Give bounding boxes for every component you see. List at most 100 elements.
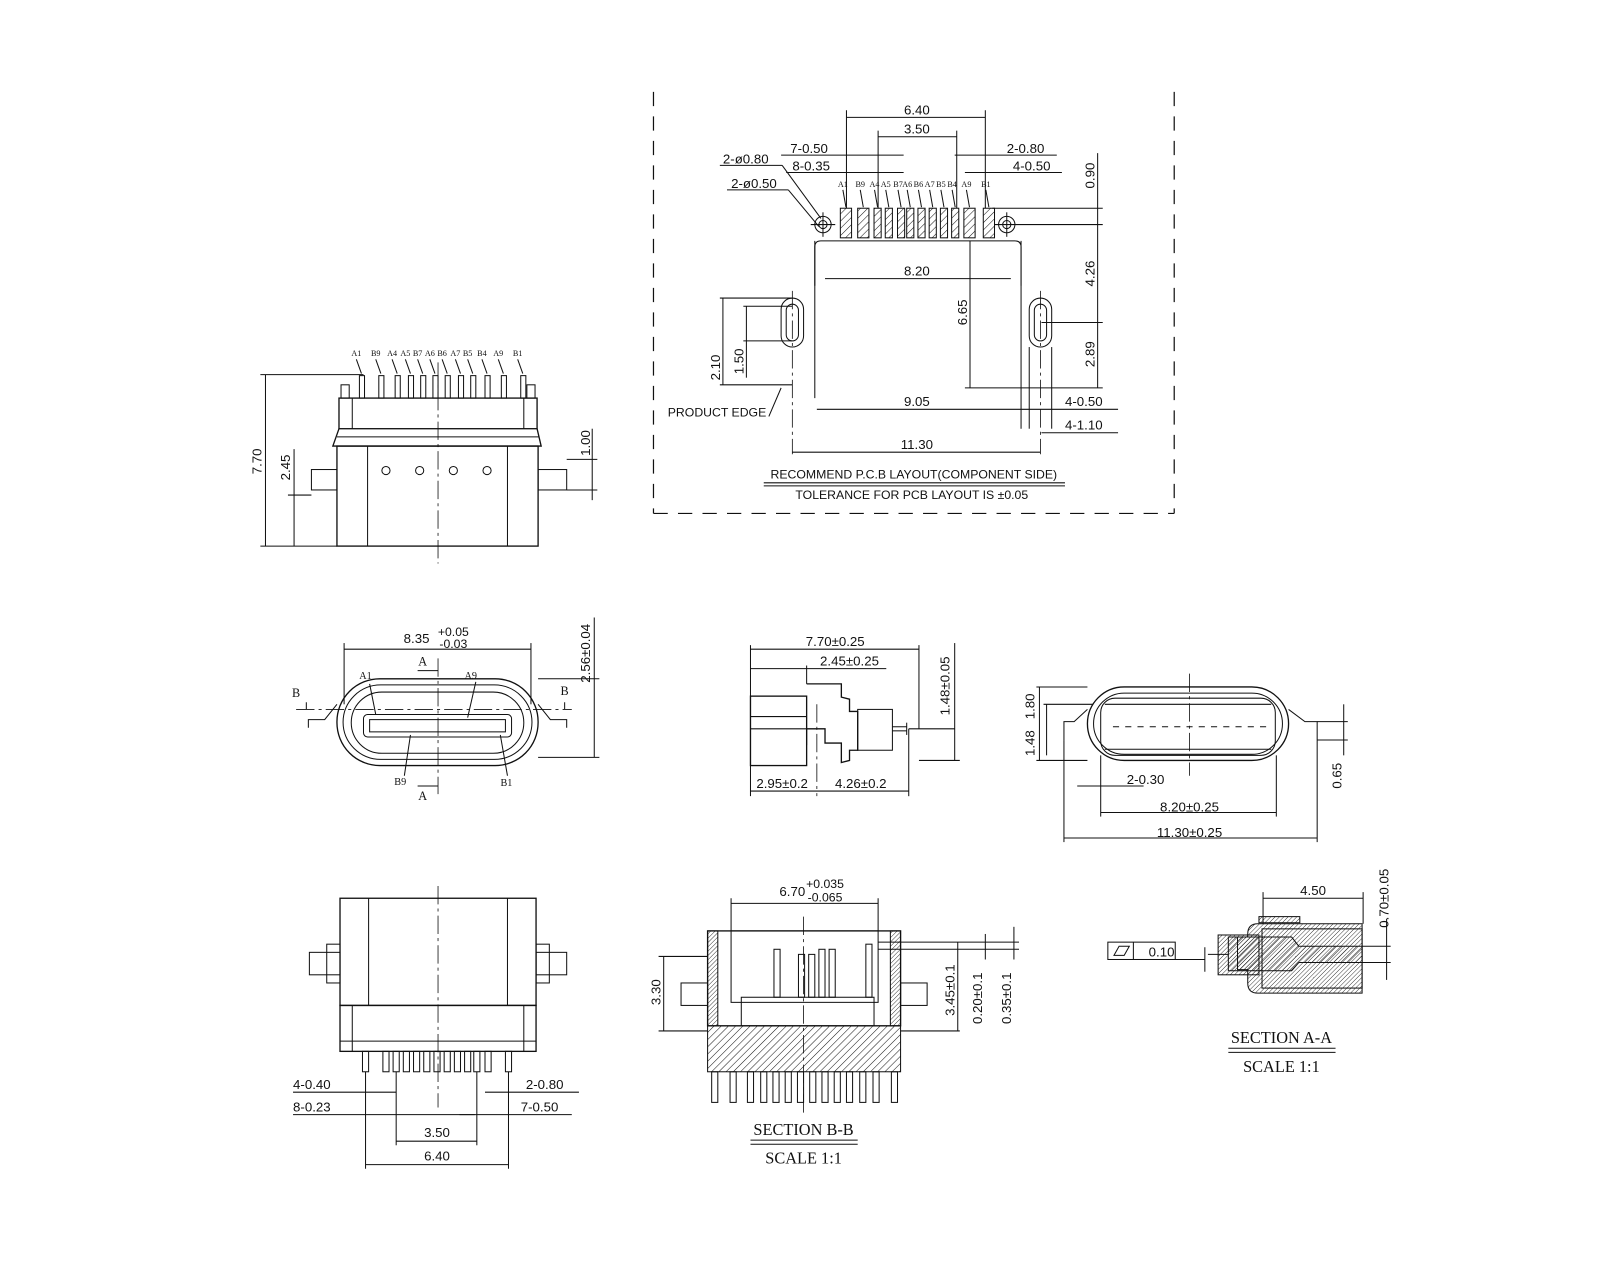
section-pin: [809, 1071, 817, 1103]
hole: [448, 465, 458, 476]
bottom-pin: [423, 1050, 431, 1073]
dim-2-0-30: 2-0.30: [1127, 772, 1165, 787]
dim-7-70: 7.70: [249, 448, 264, 474]
dim-7-0-50-bottom: 7-0.50: [521, 1100, 559, 1115]
flatness-tolerance-frame: [1107, 941, 1176, 960]
section-pin: [772, 1071, 780, 1103]
section-pin: [859, 1071, 867, 1103]
section-pin: [833, 1071, 841, 1103]
pcb-layout-title: RECOMMEND P.C.B LAYOUT(COMPONENT SIDE): [771, 468, 1058, 482]
dim-0-20: 0.20±0.1: [970, 973, 985, 1025]
dim-2-0-80-bottom: 2-0.80: [526, 1077, 564, 1092]
pcb-tolerance-note: TOLERANCE FOR PCB LAYOUT IS ±0.05: [795, 488, 1028, 502]
dim-1-48: 1.48: [1022, 730, 1037, 756]
side-pin-label: B4: [477, 349, 487, 358]
dim-2-89: 2.89: [1083, 341, 1098, 367]
pcb-pad: [839, 207, 853, 239]
dim-hole-large: 2-ø0.80: [723, 151, 769, 166]
section-pin: [872, 1071, 880, 1103]
side-pin-label: B7: [413, 349, 423, 358]
pcb-pad: [951, 207, 960, 239]
dim-8-35-tol-plus: +0.05: [438, 625, 469, 639]
bottom-view: 4-0.40 8-0.23 2-0.80 7-0.50 3.50 6.40: [293, 885, 579, 1169]
section-aa-scale: SCALE 1:1: [1243, 1057, 1320, 1076]
side-pin-label: A7: [450, 349, 460, 358]
pcb-pad: [939, 207, 949, 239]
dim-8-20: 8.20: [904, 264, 930, 279]
section-bb-scale: SCALE 1:1: [765, 1149, 842, 1168]
dim-1-80: 1.80: [1022, 693, 1037, 719]
dim-2-45: 2.45: [278, 455, 293, 481]
bottom-pin: [484, 1050, 492, 1073]
pcb-pin-label: A5: [881, 180, 891, 189]
dim-1-50: 1.50: [731, 348, 746, 374]
side-pin-label: B9: [371, 349, 381, 358]
dim-2-10: 2.10: [708, 355, 723, 381]
section-bb-title: SECTION B-B: [753, 1120, 853, 1139]
label-a1: A1: [359, 671, 371, 682]
pcb-pin-label: A9: [961, 180, 971, 189]
dim-8-20-tol: 8.20±0.25: [1160, 799, 1219, 814]
dim-9-05: 9.05: [904, 394, 930, 409]
pcb-pad: [873, 207, 882, 239]
side-pin-label: A9: [493, 349, 503, 358]
hole: [482, 465, 492, 476]
bottom-pin: [402, 1050, 410, 1073]
hole: [381, 465, 391, 476]
pcb-pin-label: B6: [914, 180, 924, 189]
section-pin: [890, 1071, 899, 1103]
flatness-value: 0.10: [1149, 944, 1175, 959]
hole: [415, 465, 425, 476]
pcb-pin-label: A6: [902, 180, 912, 189]
section-a-marker-top: A: [418, 655, 427, 669]
section-b-marker-right: B: [561, 684, 569, 698]
pcb-pin-label: B4: [947, 180, 957, 189]
dim-8-0-35: 8-0.35: [792, 158, 830, 173]
section-pin: [845, 1071, 854, 1103]
dim-8-0-23: 8-0.23: [293, 1100, 331, 1115]
pcb-pin-label: A7: [925, 180, 935, 189]
profile-view: 7.70±0.25 2.45±0.25 1.48±0.05 2.95±0.2 4…: [749, 634, 960, 797]
dim-4-0-40: 4-0.40: [293, 1077, 331, 1092]
pcb-pad: [897, 207, 906, 239]
side-pin-label: A6: [425, 349, 435, 358]
side-pin-label: B1: [513, 349, 523, 358]
dim-2-56: 2.56±0.04: [578, 624, 593, 683]
pcb-pad: [906, 207, 915, 239]
dim-0-90: 0.90: [1083, 163, 1098, 189]
pcb-pin-label: B7: [893, 180, 903, 189]
dim-3-50: 3.50: [904, 122, 930, 137]
dim-hole-small: 2-ø0.50: [731, 176, 777, 191]
pcb-pad: [857, 207, 870, 239]
flatness-icon: [1113, 945, 1131, 956]
pcb-pad: [884, 207, 893, 239]
section-pin: [711, 1071, 719, 1103]
pcb-pin-label: B9: [855, 180, 865, 189]
pcb-pin-label: A1: [838, 180, 848, 189]
side-pin-label: A1: [351, 349, 361, 358]
dim-3-45: 3.45±0.1: [943, 964, 958, 1016]
section-pin: [784, 1071, 792, 1103]
dim-2-95: 2.95±0.2: [756, 776, 808, 791]
dim-1-00: 1.00: [578, 430, 593, 456]
dim-6-65: 6.65: [955, 299, 970, 325]
bottom-pin: [464, 1050, 472, 1073]
section-pin: [821, 1071, 829, 1103]
pcb-pin-label: B5: [936, 180, 946, 189]
dim-4-26: 4.26: [1083, 261, 1098, 287]
section-a-marker-bottom: A: [418, 789, 427, 803]
dim-7-70-tol: 7.70±0.25: [806, 634, 865, 649]
section-b-marker-left: B: [292, 686, 300, 700]
dim-6-70-tol-minus: -0.065: [808, 890, 843, 904]
front-view: 8.35 +0.05 -0.03 2.56±0.04 A A B B A1 A9…: [292, 617, 600, 803]
side-pins: [340, 375, 536, 399]
dim-4-1-10: 4-1.10: [1065, 418, 1103, 433]
bottom-pin: [443, 1050, 451, 1073]
side-pin-label: A5: [400, 349, 410, 358]
label-b9: B9: [394, 777, 406, 788]
